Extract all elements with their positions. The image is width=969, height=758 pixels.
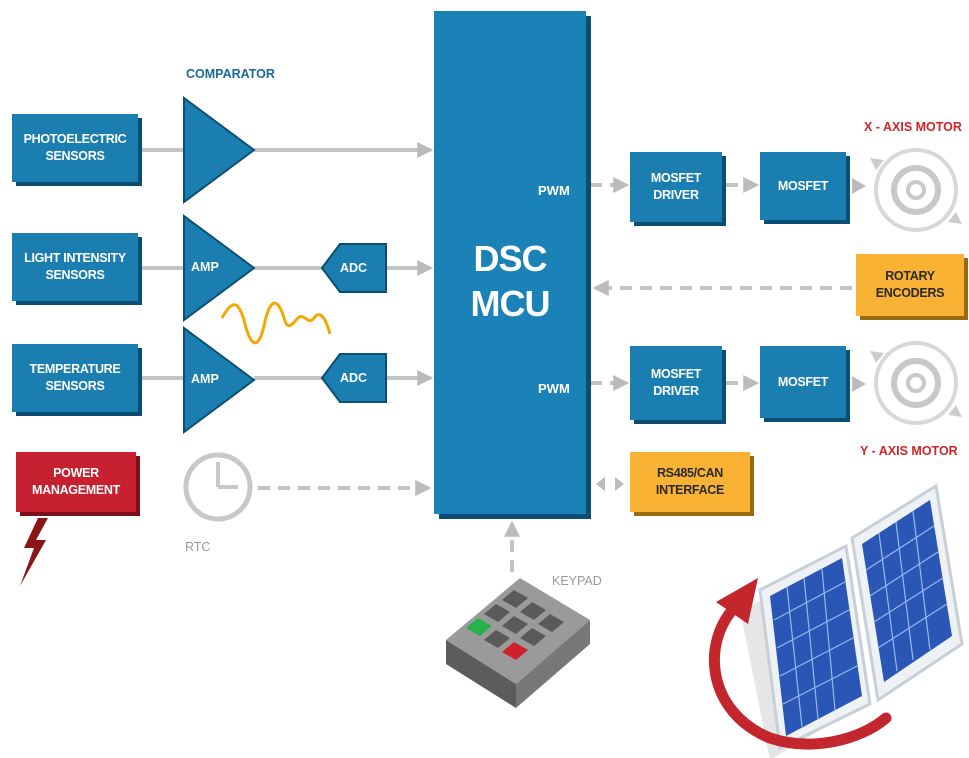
mosfet1-motor-arrow	[852, 178, 866, 194]
pwm-label-1: PWM	[538, 183, 570, 198]
adc-label-1: ADC	[340, 261, 368, 275]
amp-triangle-1	[183, 214, 256, 322]
light-intensity-sensors-block: LIGHT INTENSITY SENSORS	[12, 233, 138, 301]
amp-label-1: AMP	[191, 260, 219, 274]
motor-icon	[870, 341, 962, 425]
temperature-sensors-block: TEMPERATURE SENSORS	[12, 344, 138, 412]
rs485-arrow-right	[615, 477, 624, 491]
rotary-encoders-label: ROTARY ENCODERS	[875, 269, 945, 300]
amp-label-2: AMP	[191, 372, 219, 386]
clock-icon	[183, 452, 253, 522]
mosfet-block-2: MOSFET	[760, 346, 846, 418]
photoelectric-sensors-label: PHOTOELECTRIC SENSORS	[23, 132, 127, 163]
mosfet-label-1: MOSFET	[777, 178, 829, 193]
rs485-can-interface-block: RS485/CAN INTERFACE	[630, 452, 750, 512]
pwm-label-2: PWM	[538, 381, 570, 396]
power-management-block: POWER MANAGEMENT	[16, 452, 136, 512]
photoelectric-sensors-block: PHOTOELECTRIC SENSORS	[12, 114, 138, 182]
mcu-title: DSC MCU	[470, 238, 551, 324]
mosfet-driver-block-1: MOSFET DRIVER	[630, 152, 722, 222]
mosfet-driver-label-2: MOSFET DRIVER	[650, 367, 702, 398]
mosfet-driver-label-1: MOSFET DRIVER	[650, 171, 702, 202]
rotary-encoders-block: ROTARY ENCODERS	[856, 254, 964, 316]
x-axis-motor-label: X - AXIS MOTOR	[864, 120, 962, 134]
y-axis-motor-label: Y - AXIS MOTOR	[860, 444, 958, 458]
amp-triangle-2	[183, 326, 256, 434]
dsc-mcu-block: DSC MCU PWM PWM	[434, 11, 586, 514]
rs485-arrow-left	[596, 477, 605, 491]
keypad-icon	[446, 578, 590, 708]
mosfet-driver-block-2: MOSFET DRIVER	[630, 346, 722, 420]
power-management-label: POWER MANAGEMENT	[32, 466, 120, 497]
waveform-icon	[220, 301, 332, 344]
adc-shape-1	[320, 243, 387, 293]
comparator-triangle	[183, 96, 256, 204]
rtc-label: RTC	[185, 540, 211, 554]
mosfet2-motor-arrow	[852, 376, 866, 392]
adc-shape-2	[320, 353, 387, 403]
rotation-arrow-icon	[708, 578, 892, 750]
mosfet-block-1: MOSFET	[760, 152, 846, 220]
keypad-label: KEYPAD	[552, 574, 602, 588]
lightning-bolt-icon	[20, 518, 48, 586]
rs485-can-interface-label: RS485/CAN INTERFACE	[655, 466, 725, 497]
motor-icon	[870, 148, 962, 232]
comparator-label: COMPARATOR	[186, 67, 275, 81]
light-intensity-sensors-label: LIGHT INTENSITY SENSORS	[24, 251, 126, 282]
temperature-sensors-label: TEMPERATURE SENSORS	[29, 362, 121, 393]
solar-panel-icon	[740, 483, 964, 758]
adc-label-2: ADC	[340, 371, 368, 385]
mosfet-label-2: MOSFET	[777, 374, 829, 389]
